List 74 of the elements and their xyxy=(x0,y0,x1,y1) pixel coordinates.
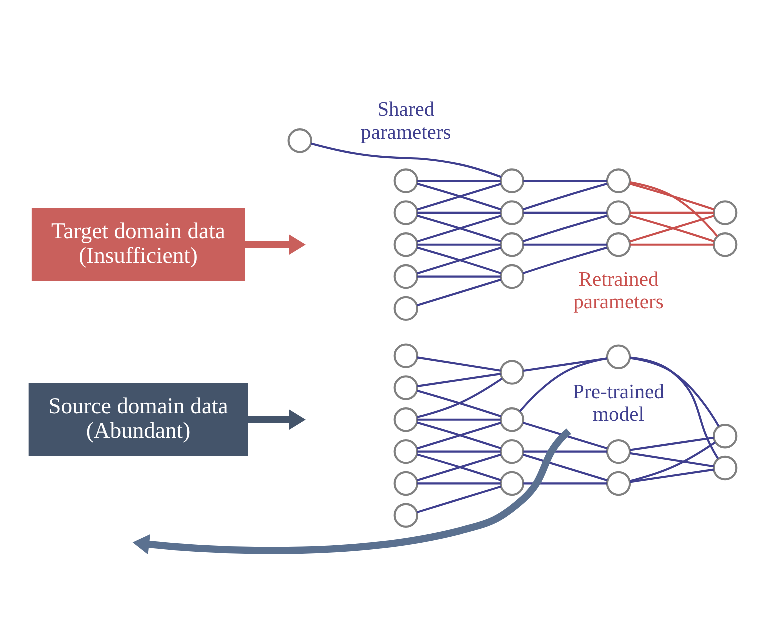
node-circle xyxy=(394,439,419,464)
node-circle xyxy=(500,168,525,194)
node-circle xyxy=(394,168,419,194)
connector xyxy=(418,418,501,421)
node-circle xyxy=(500,232,525,258)
node-circle xyxy=(606,168,632,194)
connector xyxy=(630,357,720,428)
connector xyxy=(311,142,502,178)
node-circle xyxy=(394,471,419,496)
connector xyxy=(524,482,608,485)
node-text: Pre-trained model xyxy=(573,381,664,426)
node-circle xyxy=(500,200,525,226)
connector xyxy=(417,356,502,372)
connector xyxy=(630,442,716,482)
connector xyxy=(630,212,714,214)
connector xyxy=(630,182,715,211)
arrow xyxy=(244,234,306,256)
node-circle xyxy=(606,344,632,370)
node-circle xyxy=(394,200,419,226)
connector xyxy=(630,356,720,460)
connector xyxy=(524,244,608,246)
connector xyxy=(522,214,608,243)
node-circle xyxy=(288,128,312,154)
connector xyxy=(630,452,714,468)
connector xyxy=(524,450,608,453)
connector xyxy=(417,390,502,418)
node-circle xyxy=(712,200,738,226)
connector xyxy=(416,278,502,307)
connector xyxy=(416,486,502,514)
node-circle xyxy=(394,344,419,368)
node-circle xyxy=(500,264,525,290)
connector xyxy=(417,373,502,388)
node-circle xyxy=(394,503,419,528)
label: Retrained parameters xyxy=(574,269,664,314)
connector xyxy=(522,182,608,211)
connector xyxy=(524,180,608,182)
connector xyxy=(519,358,608,412)
connector xyxy=(418,180,501,182)
node-circle xyxy=(712,424,738,449)
connector xyxy=(418,244,501,246)
connector xyxy=(522,454,608,482)
connector xyxy=(630,244,714,246)
node-circle xyxy=(712,232,738,258)
node-circle xyxy=(394,376,419,400)
connector xyxy=(524,212,608,214)
label: Shared parameters xyxy=(361,99,452,144)
node-circle xyxy=(500,471,525,496)
connector xyxy=(522,422,608,450)
node-circle xyxy=(712,456,738,481)
node-circle xyxy=(394,232,419,258)
node-circle xyxy=(500,439,525,464)
connector xyxy=(523,358,608,372)
node-circle xyxy=(606,232,632,258)
node-circle xyxy=(606,200,632,226)
connector xyxy=(417,378,503,418)
node-circle xyxy=(606,439,632,464)
connector xyxy=(418,276,501,278)
node-circle xyxy=(606,471,632,496)
node-circle xyxy=(394,264,419,290)
connector xyxy=(630,436,714,452)
node-circle xyxy=(500,408,525,432)
arrow xyxy=(132,428,572,555)
node-box: Target domain data (Insufficient) xyxy=(32,208,246,282)
connector xyxy=(630,468,714,484)
node-box: Source domain data (Abundant) xyxy=(28,383,248,456)
connector xyxy=(418,450,501,453)
node-circle xyxy=(394,408,419,432)
arrow xyxy=(248,410,306,430)
connector xyxy=(630,182,718,238)
node-circle xyxy=(394,296,419,322)
connector xyxy=(522,246,608,275)
connector xyxy=(418,482,501,485)
node-circle xyxy=(500,360,525,385)
connector xyxy=(418,212,501,214)
